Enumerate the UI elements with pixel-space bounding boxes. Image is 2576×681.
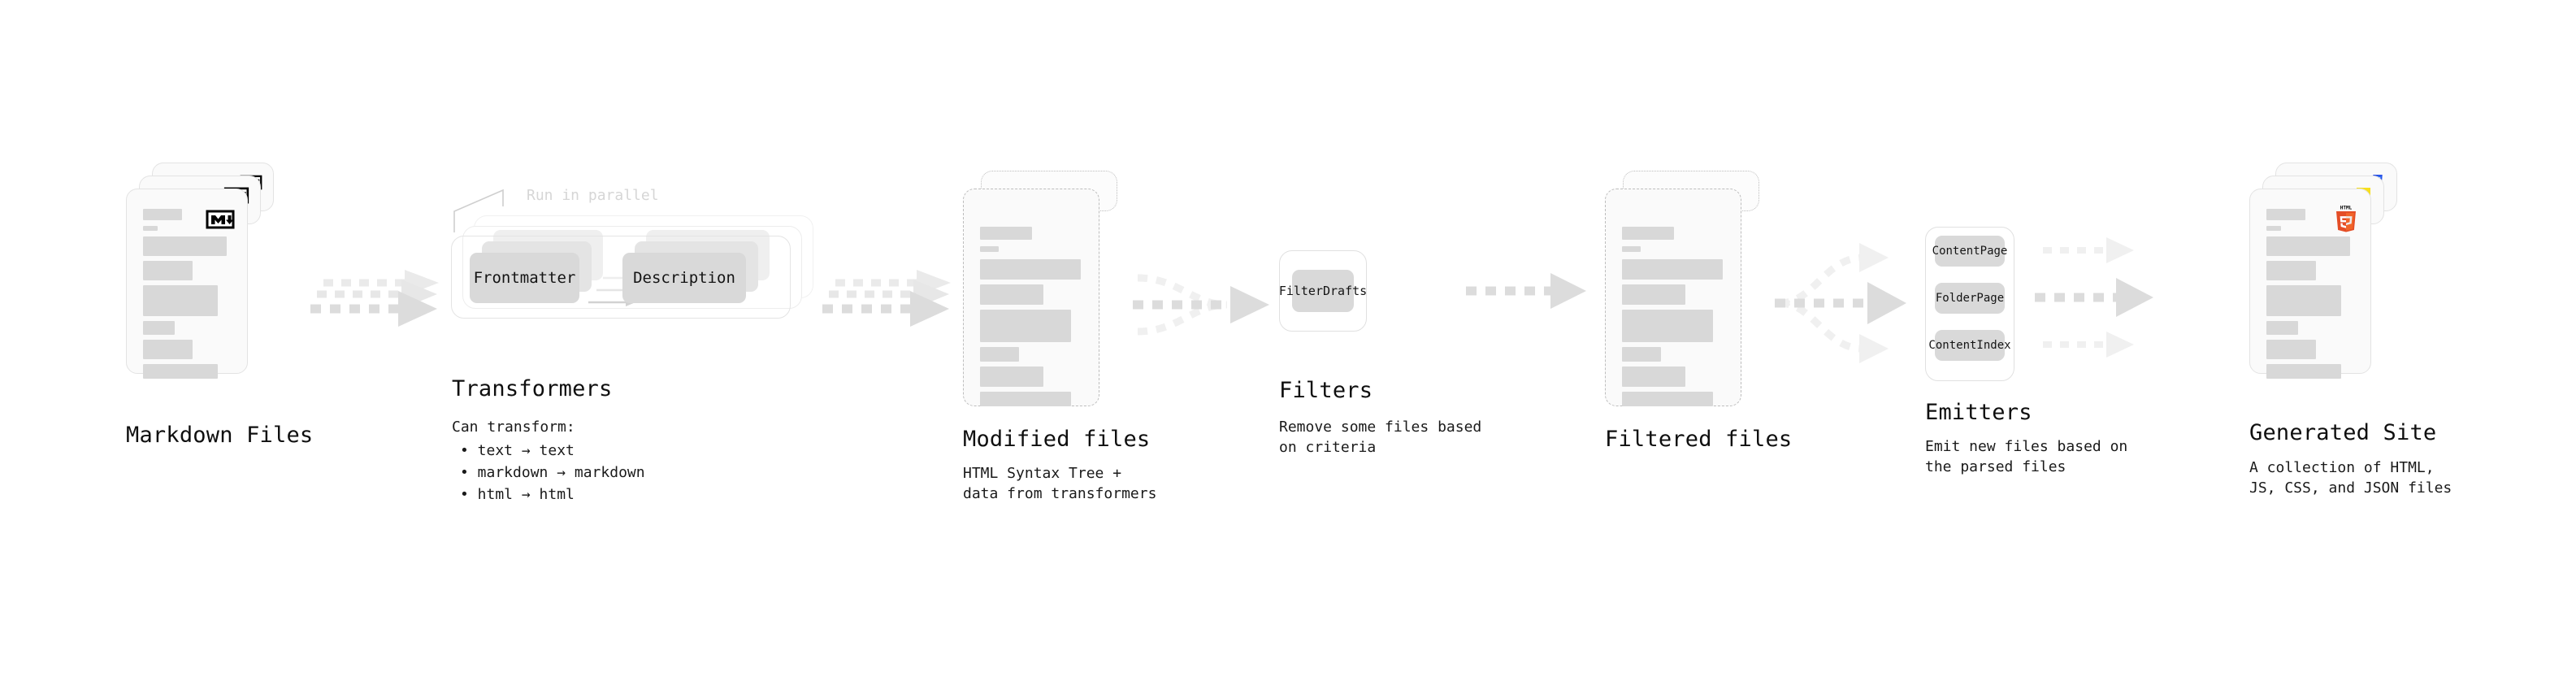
- emitters-label: Emitters: [1925, 400, 2032, 425]
- filters-label: Filters: [1279, 378, 1373, 403]
- doc-line: [143, 209, 182, 220]
- doc-line: [143, 285, 218, 316]
- doc-line: [1622, 246, 1641, 252]
- markdown-icon: [206, 210, 235, 229]
- run-in-parallel-label: Run in parallel: [527, 187, 659, 204]
- filtered-card-front: [1605, 189, 1741, 406]
- svg-text:HTML: HTML: [2340, 206, 2353, 211]
- modified-files-description: HTML Syntax Tree + data from transformer…: [963, 465, 1157, 502]
- doc-line: [2266, 285, 2341, 316]
- emitter-chip-contentpage[interactable]: ContentPage: [1932, 236, 2007, 267]
- doc-line: [980, 246, 999, 252]
- doc-line: [143, 321, 175, 335]
- connector-modified-to-filters: [1133, 274, 1269, 336]
- transformer-chip-frontmatter[interactable]: Frontmatter: [470, 253, 579, 303]
- modified-card-front: [963, 189, 1099, 406]
- transformers-bullet-1: • markdown → markdown: [460, 464, 645, 481]
- doc-line: [143, 226, 158, 231]
- emitters-description: Emit new files based on the parsed files: [1925, 438, 2128, 475]
- doc-line: [980, 227, 1032, 240]
- doc-line: [1622, 284, 1685, 305]
- doc-line: [1622, 347, 1661, 362]
- modified-files-label: Modified files: [963, 427, 1151, 452]
- doc-line: [2266, 321, 2298, 335]
- doc-line: [2266, 226, 2281, 231]
- doc-line: [1622, 259, 1723, 280]
- transformers-label: Transformers: [452, 376, 613, 401]
- connector-filtered-to-emitters: [1775, 243, 1906, 363]
- run-in-parallel-bracket: [453, 189, 504, 232]
- doc-line: [2266, 209, 2305, 220]
- emitter-chip-folderpage[interactable]: FolderPage: [1935, 283, 2005, 314]
- doc-line: [2266, 236, 2350, 256]
- doc-line: [143, 340, 193, 359]
- transformers-box-front: [451, 236, 791, 319]
- doc-line: [1622, 392, 1713, 406]
- doc-line: [2266, 340, 2316, 359]
- doc-line: [2266, 261, 2316, 280]
- emitter-chip-contentindex[interactable]: ContentIndex: [1928, 330, 2011, 361]
- transformers-description: Can transform:: [452, 419, 575, 436]
- connector-emitters-to-site: [2035, 237, 2153, 358]
- html5-icon: HTML: [2336, 206, 2356, 232]
- filter-chip-filterdrafts[interactable]: FilterDrafts: [1279, 270, 1367, 312]
- transformer-chip-description[interactable]: Description: [622, 253, 746, 303]
- markdown-files-label: Markdown Files: [126, 423, 314, 448]
- doc-line: [143, 364, 218, 379]
- generated-site-description: A collection of HTML, JS, CSS, and JSON …: [2249, 459, 2452, 497]
- doc-line: [2266, 364, 2341, 379]
- doc-line: [143, 236, 227, 256]
- doc-line: [980, 310, 1071, 342]
- doc-line: [1622, 227, 1674, 240]
- generated-card-front: HTML: [2249, 189, 2371, 379]
- filtered-files-label: Filtered files: [1605, 427, 1793, 452]
- connector-filters-to-filtered: [1466, 273, 1586, 309]
- markdown-card-front: [126, 189, 248, 379]
- doc-line: [980, 367, 1043, 387]
- generated-site-label: Generated Site: [2249, 420, 2437, 445]
- doc-line: [980, 392, 1071, 406]
- doc-line: [980, 347, 1019, 362]
- doc-line: [1622, 367, 1685, 387]
- doc-line: [980, 284, 1043, 305]
- doc-line: [1622, 310, 1713, 342]
- doc-line: [143, 261, 193, 280]
- transformers-bullet-2: • html → html: [460, 486, 575, 503]
- connector-transformers-to-modified: [822, 270, 951, 327]
- connector-markdown-to-transformers: [310, 270, 439, 327]
- transformers-bullet-0: • text → text: [460, 442, 575, 459]
- doc-line: [980, 259, 1081, 280]
- filters-description: Remove some files based on criteria: [1279, 419, 1482, 456]
